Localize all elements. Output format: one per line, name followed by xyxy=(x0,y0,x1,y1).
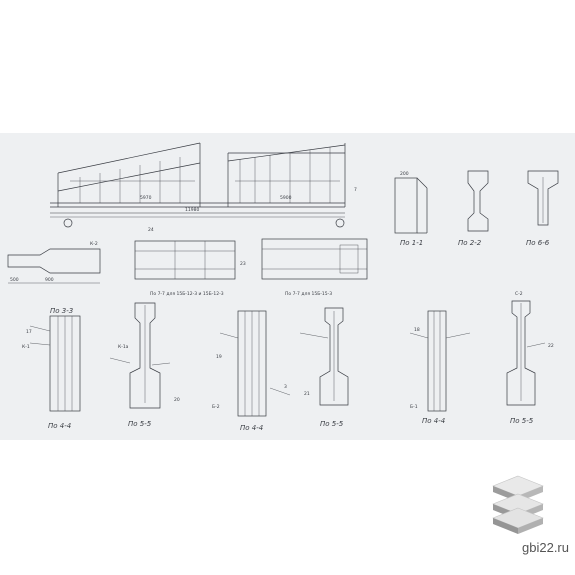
mark-label: 24 xyxy=(148,227,154,233)
mark-label: К-2 xyxy=(90,241,98,247)
mark-label: 7 xyxy=(354,187,357,193)
mark-label: 18 xyxy=(414,327,420,333)
mark-label: К-1а xyxy=(118,344,129,350)
technical-drawing-sheet: По 1-1 По 2-2 По 6-6 По 7-7 для 15Б-12-3… xyxy=(0,133,575,440)
section-3-3-drawing xyxy=(49,315,81,412)
section-label: По 4-4 xyxy=(240,424,263,432)
section-5-5-drawing-a xyxy=(129,302,161,409)
section-6-6-drawing xyxy=(527,170,559,226)
mark-label: 23 xyxy=(240,261,246,267)
slab-bottom xyxy=(492,507,544,534)
section-label: По 5-5 xyxy=(128,420,152,428)
mark-label: 21 xyxy=(304,391,310,397)
dimension-label: 200 xyxy=(400,171,409,177)
mark-label: Б-2 xyxy=(212,404,220,410)
section-label: По 5-5 xyxy=(320,420,344,428)
mark-label: К-1 xyxy=(22,344,30,350)
section-5-5-drawing-b xyxy=(319,307,349,406)
beam-end-plan-left xyxy=(7,248,101,284)
mark-label: 3 xyxy=(284,384,287,390)
mark-label: Б-1 xyxy=(410,404,418,410)
section-label: По 2-2 xyxy=(458,239,482,247)
section-label: По 7-7 для 15Б-15-3 xyxy=(285,291,332,297)
mark-label: С-2 xyxy=(515,291,523,297)
section-2-2-drawing xyxy=(467,170,489,232)
dimension-label: 5970 xyxy=(140,195,152,201)
site-watermark: gbi22.ru xyxy=(522,540,569,555)
mark-label: 22 xyxy=(548,343,554,349)
section-label: По 1-1 xyxy=(400,239,423,247)
dimension-label: 11980 xyxy=(185,207,199,213)
section-label: По 3-3 xyxy=(50,307,73,315)
mark-label: 20 xyxy=(174,397,180,403)
section-4-4-drawing-b xyxy=(427,310,447,412)
section-label: По 6-6 xyxy=(526,239,550,247)
section-1-1-drawing xyxy=(394,177,428,234)
section-label: По 7-7 для 15Б-12-3 и 15Б-12-3 xyxy=(150,291,224,297)
section-label: По 4-4 xyxy=(48,422,71,430)
beam-elevation-left xyxy=(50,142,346,228)
section-4-4-drawing-a xyxy=(237,310,267,417)
plan-7-7-b xyxy=(261,238,368,280)
dimension-label: 500 xyxy=(10,277,19,283)
leader-lines xyxy=(29,325,546,396)
section-5-5-drawing-c xyxy=(506,300,536,406)
mark-label: 19 xyxy=(216,354,222,360)
section-label: По 5-5 xyxy=(510,417,534,425)
section-label: По 4-4 xyxy=(422,417,445,425)
dimension-label: 900 xyxy=(45,277,54,283)
mark-label: 17 xyxy=(26,329,32,335)
stacked-slabs-icon xyxy=(492,475,544,534)
plan-7-7-a xyxy=(134,240,236,280)
dimension-label: 5900 xyxy=(280,195,292,201)
